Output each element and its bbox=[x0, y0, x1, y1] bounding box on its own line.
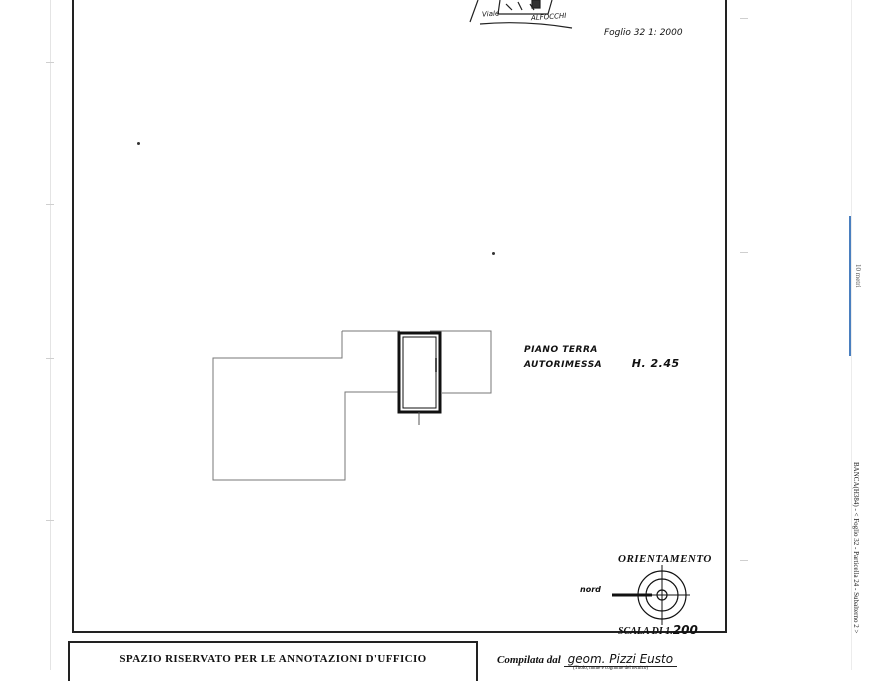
margin-tick bbox=[46, 358, 54, 359]
margin-tick bbox=[740, 252, 748, 253]
scale-meter: 10 metri bbox=[842, 216, 872, 356]
north-label: nord bbox=[580, 585, 601, 594]
left-margin-line bbox=[50, 0, 51, 670]
floor-plan bbox=[212, 330, 492, 481]
margin-tick bbox=[46, 520, 54, 521]
right-page-edge bbox=[851, 0, 852, 670]
cadastral-reference: BANCA(H384) - < Foglio 32 - Particella 2… bbox=[852, 462, 860, 634]
compiled-by-prefix: Compilata dal bbox=[497, 654, 561, 666]
office-annotations-box: SPAZIO RISERVATO PER LE ANNOTAZIONI D'UF… bbox=[68, 641, 478, 681]
scale-prefix: SCALA DI 1. bbox=[618, 626, 673, 637]
building-outline-right bbox=[430, 330, 492, 394]
compiled-by: Compilata dal geom. Pizzi Eusto bbox=[497, 652, 678, 667]
site-location-sketch bbox=[469, 0, 573, 29]
scale-value: 200 bbox=[672, 623, 698, 637]
map-street-label: Viale bbox=[481, 9, 500, 19]
scale-label: SCALA DI 1.200 bbox=[618, 623, 698, 637]
orientation-title: ORIENTAMENTO bbox=[618, 553, 712, 565]
office-annotations-title: SPAZIO RISERVATO PER LE ANNOTAZIONI D'UF… bbox=[119, 653, 427, 665]
floor-height-label: H. 2.45 bbox=[631, 357, 680, 370]
compiled-by-note: (Titolo, nome e cognome del tecnico) bbox=[573, 666, 649, 671]
margin-tick bbox=[46, 62, 54, 63]
compiled-by-name: geom. Pizzi Eusto bbox=[563, 652, 678, 667]
garage-unit bbox=[397, 331, 442, 425]
drawing-frame bbox=[72, 0, 727, 633]
floor-use-row: AUTORIMESSA H. 2.45 bbox=[524, 357, 680, 372]
speck bbox=[137, 142, 140, 145]
floor-level-label: PIANO TERRA bbox=[524, 345, 598, 355]
margin-tick bbox=[740, 560, 748, 561]
scale-meter-label: 10 metri bbox=[854, 264, 862, 288]
building-outline-left bbox=[212, 331, 398, 481]
speck bbox=[492, 252, 495, 255]
compass-symbol bbox=[612, 565, 690, 625]
floor-use-label: AUTORIMESSA bbox=[524, 360, 603, 370]
margin-tick bbox=[46, 204, 54, 205]
scale-meter-bar bbox=[849, 216, 851, 356]
margin-tick bbox=[740, 18, 748, 19]
floor-annotation: PIANO TERRA AUTORIMESSA H. 2.45 bbox=[524, 344, 680, 372]
foglio-scale-note: Foglio 32 1: 2000 bbox=[604, 28, 683, 38]
